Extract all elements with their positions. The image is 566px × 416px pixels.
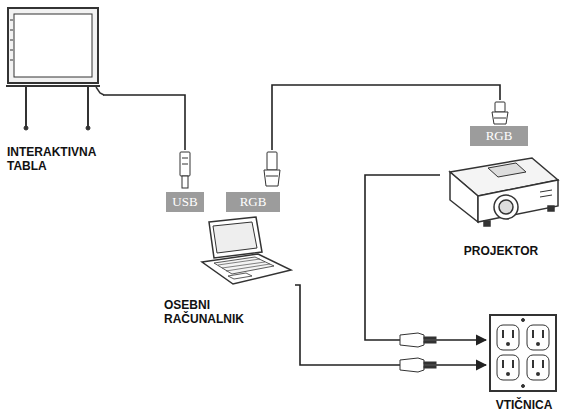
whiteboard-drawing [24,126,28,130]
usb-plug [182,164,188,165]
power-plug [400,358,424,372]
usb-plug [182,158,188,159]
wall-outlet-drawing [512,330,514,338]
device-label: VTIČNICA [496,398,553,412]
power-plug [424,341,436,343]
wall-outlet-drawing [512,360,514,368]
whiteboard-drawing [6,8,104,130]
wall-outlet-drawing [522,385,525,388]
wall-outlet-drawing [502,360,504,368]
whiteboard-drawing [96,87,104,95]
rgb-plug [266,176,278,177]
cable [295,285,486,365]
laptop-drawing [209,217,262,258]
laptop-drawing [213,222,257,253]
wall-outlet-drawing [527,325,549,350]
laptop-drawing [214,257,274,274]
wall-outlet-drawing [490,315,556,391]
wall-outlet-drawing [502,330,504,338]
usb-plug [182,176,188,188]
laptop-drawing [202,254,291,284]
port-label: RGB [470,126,528,146]
cable [103,95,185,150]
wall-outlet-drawing [532,330,534,338]
whiteboard-device: INTERAKTIVNA TABLA [3,3,103,175]
wall-outlet-drawing [502,330,544,376]
power-plug [424,337,436,339]
power-plug [424,366,436,368]
cable [272,85,500,150]
wall-outlet-drawing [542,360,544,368]
rgb-plug [494,118,506,119]
rgb-plug [492,112,508,124]
power-plug [400,333,424,347]
device-label: PROJEKTOR [464,244,538,258]
whiteboard-drawing [6,85,100,87]
whiteboard-drawing [10,30,13,31]
projector-drawing [478,180,558,222]
projector-drawing [540,195,552,197]
whiteboard-drawing [87,86,89,127]
power-plug [400,333,436,347]
projector-drawing [540,190,552,192]
laptop-drawing [218,259,260,265]
wall-outlet-drawing [497,325,519,350]
projector-drawing [484,221,490,226]
whiteboard-drawing [10,60,13,61]
wall-outlet-drawing [542,330,544,338]
device-label: OSEBNI RAČUNALNIK [164,298,259,326]
usb-plug [180,152,190,176]
rgb-plug [492,102,508,124]
wall-outlet-drawing [490,315,556,391]
whiteboard-drawing [10,50,13,51]
projector-drawing [488,163,526,177]
rgb-plug [264,152,280,186]
computer-device: OSEBNI RAČUNALNIK [160,150,295,328]
projector-drawing [450,158,558,226]
wall-outlet-drawing [536,342,540,346]
wall-outlet-drawing [536,372,540,376]
power-plug [424,362,436,364]
laptop-drawing [228,273,252,279]
whiteboard-drawing [14,14,92,77]
wall-outlet-drawing [522,319,525,322]
rgb-plug [495,102,505,112]
device-label: INTERAKTIVNA TABLA [7,145,99,173]
usb-plug [180,152,190,188]
projector-drawing [494,195,518,219]
laptop-drawing [222,262,265,268]
rgb-plug [267,152,277,170]
wall-outlet-drawing [497,355,519,380]
laptop-drawing [202,217,291,284]
whiteboard-drawing [10,40,13,41]
wall-outlet-drawing [532,360,534,368]
wall-outlet-drawing [506,342,510,346]
whiteboard-drawing [10,20,13,21]
projector-device: PROJEKTOR [440,100,562,260]
port-label: USB [166,192,204,212]
power-plug [400,358,436,372]
wall-outlet-drawing [527,355,549,380]
outlet-device: VTIČNICA [486,313,562,414]
projector-drawing [548,206,554,211]
whiteboard-drawing [86,126,90,130]
wall-outlet-drawing [506,372,510,376]
projector-drawing [450,172,478,222]
rgb-plug [264,170,280,186]
whiteboard-drawing [8,8,98,83]
port-label: RGB [226,192,280,212]
projector-drawing [499,200,513,214]
laptop-drawing [226,264,270,271]
whiteboard-drawing [25,86,27,127]
